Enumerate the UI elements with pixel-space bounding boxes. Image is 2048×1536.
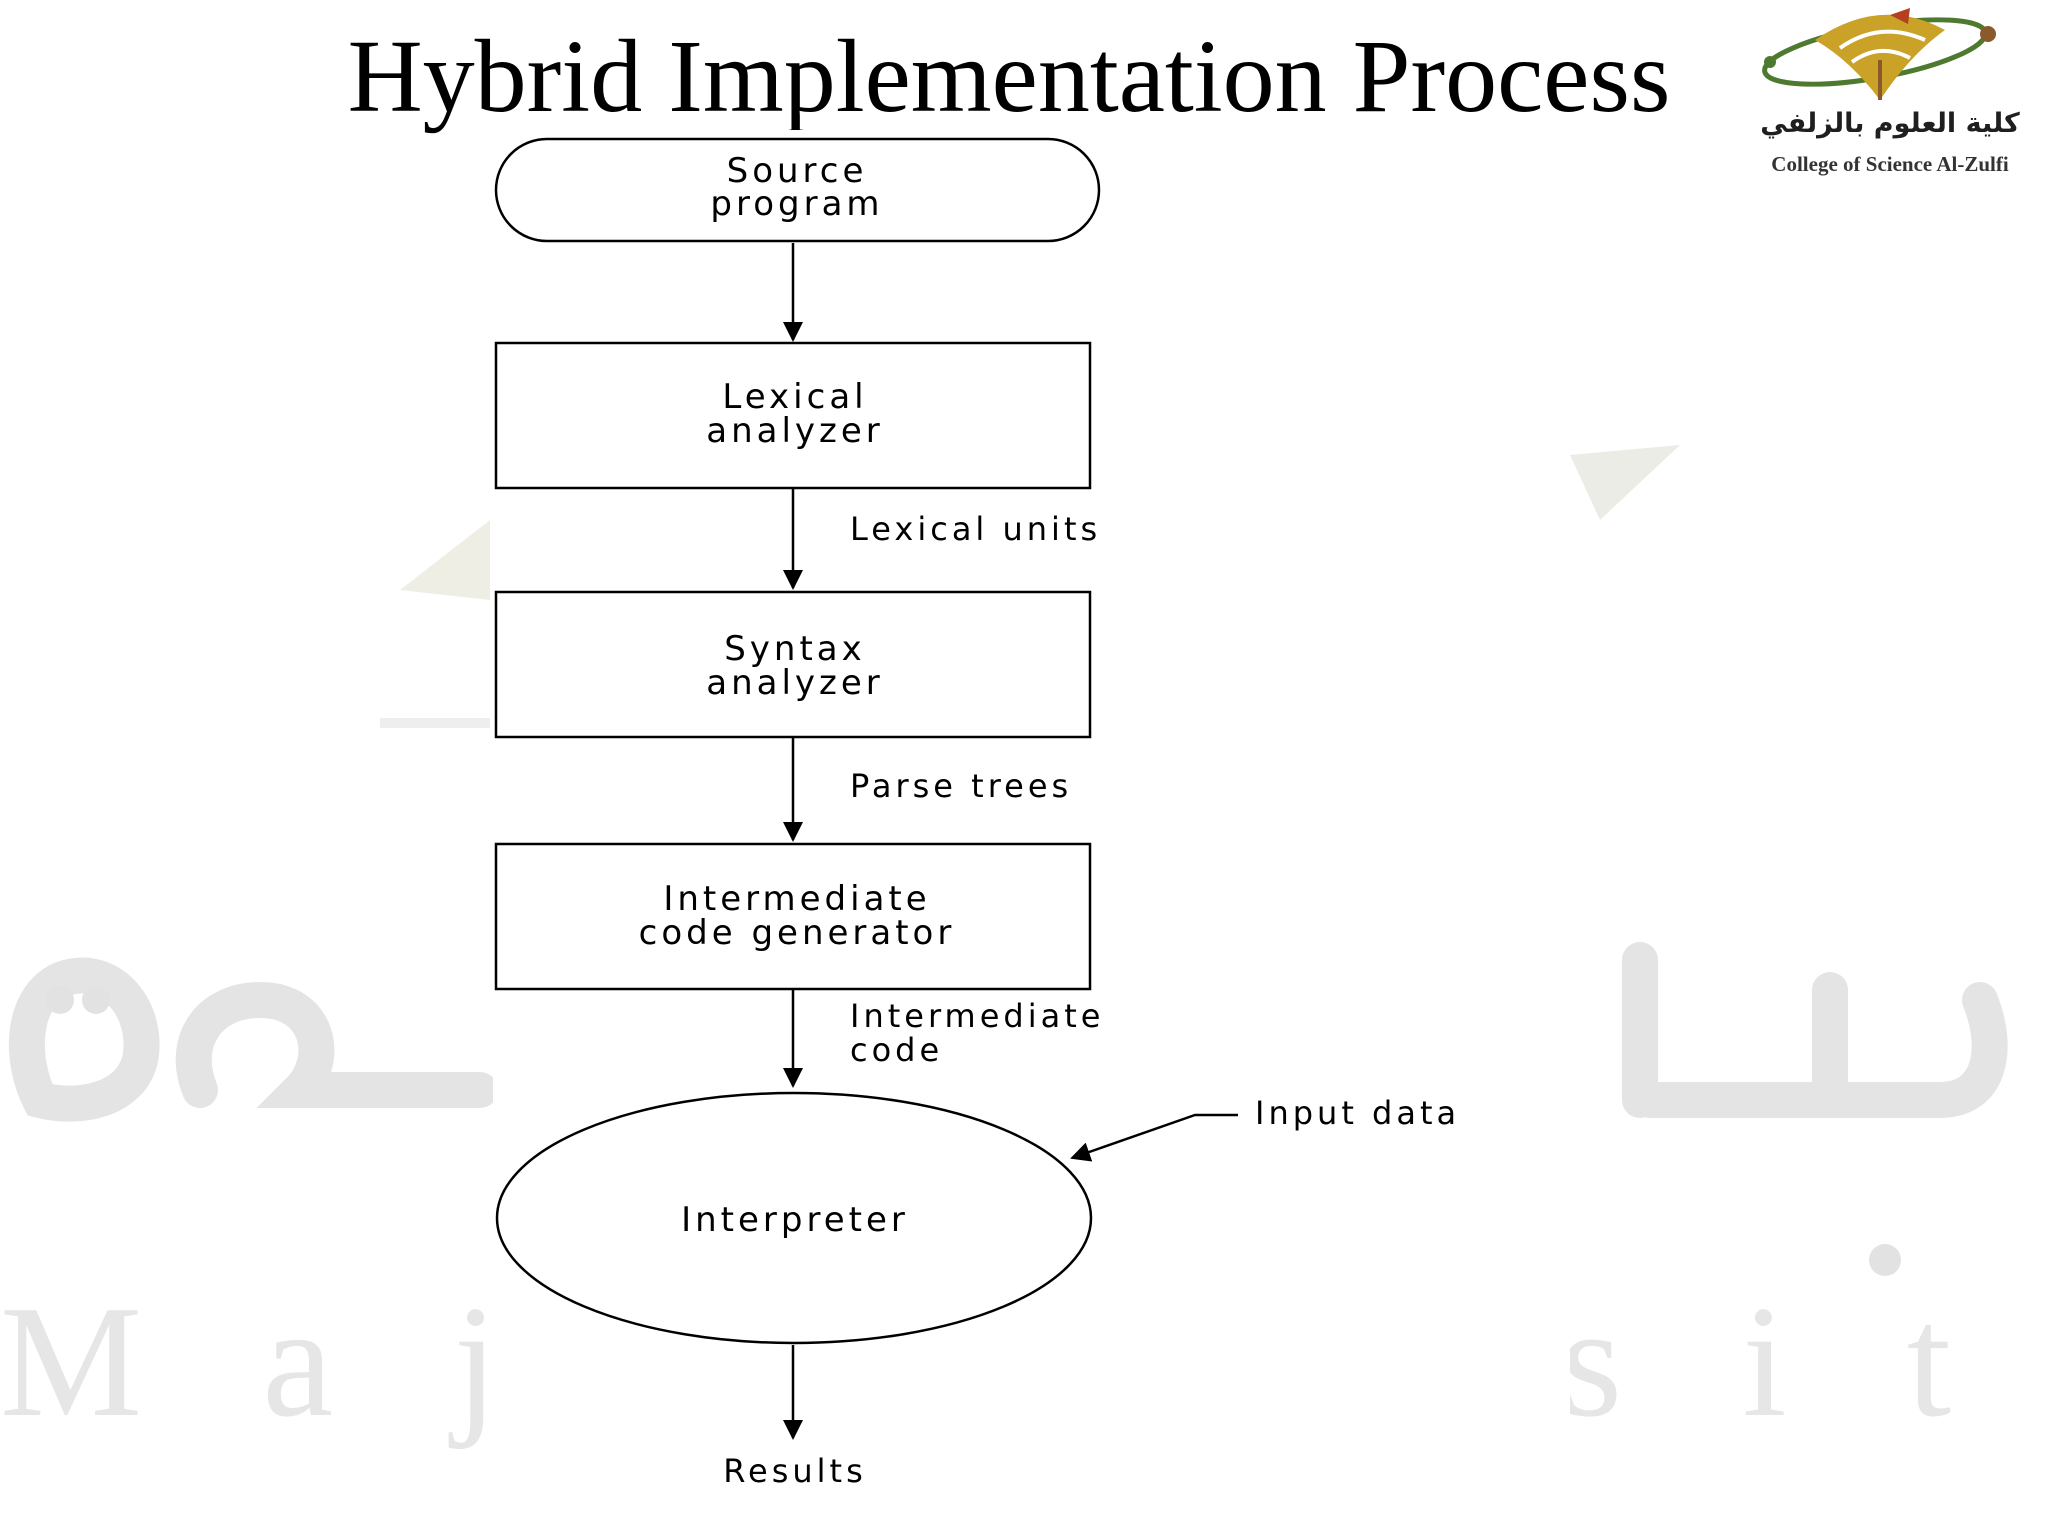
node-intermediate-line2: code generator [639, 913, 956, 953]
node-interpreter: Interpreter [495, 1091, 1093, 1345]
edge-label-parse-trees: Parse trees [850, 767, 1072, 805]
node-source-line2: program [710, 184, 883, 224]
logo-english-text: College of Science Al-Zulfi [1771, 152, 2009, 176]
edge-label-results: Results [723, 1452, 867, 1490]
node-lexical-line2: analyzer [706, 411, 884, 451]
node-lexical-line1: Lexical [722, 377, 867, 417]
node-syntax-analyzer: Syntax analyzer [494, 590, 1092, 739]
node-source-line1: Source [727, 151, 868, 191]
logo-arabic-text: كلية العلوم بالزلفي [1760, 108, 2020, 139]
slide-title: Hybrid Implementation Process [0, 19, 2048, 134]
edge-label-intermediate-code-line1: Intermediate [850, 997, 1104, 1035]
edge-input-data [1070, 1113, 1238, 1162]
edge-label-lexical-units: Lexical units [850, 510, 1101, 548]
college-logo: كلية العلوم بالزلفي College of Science A… [1740, 0, 2040, 180]
node-source-program: Source program [494, 137, 1101, 243]
node-intermediate-code-generator: Intermediate code generator [494, 842, 1092, 991]
node-lexical-analyzer: Lexical analyzer [494, 341, 1092, 490]
slide-title-text: Hybrid Implementation Process [347, 19, 1671, 134]
edge-label-intermediate-code-line2: code [850, 1031, 943, 1069]
node-intermediate-line1: Intermediate [663, 879, 930, 919]
node-syntax-line2: analyzer [706, 663, 884, 703]
edge-label-input-data: Input data [1255, 1094, 1460, 1132]
node-syntax-line1: Syntax [724, 629, 866, 669]
college-emblem-icon [1762, 8, 1996, 100]
node-interpreter-label: Interpreter [681, 1200, 909, 1240]
